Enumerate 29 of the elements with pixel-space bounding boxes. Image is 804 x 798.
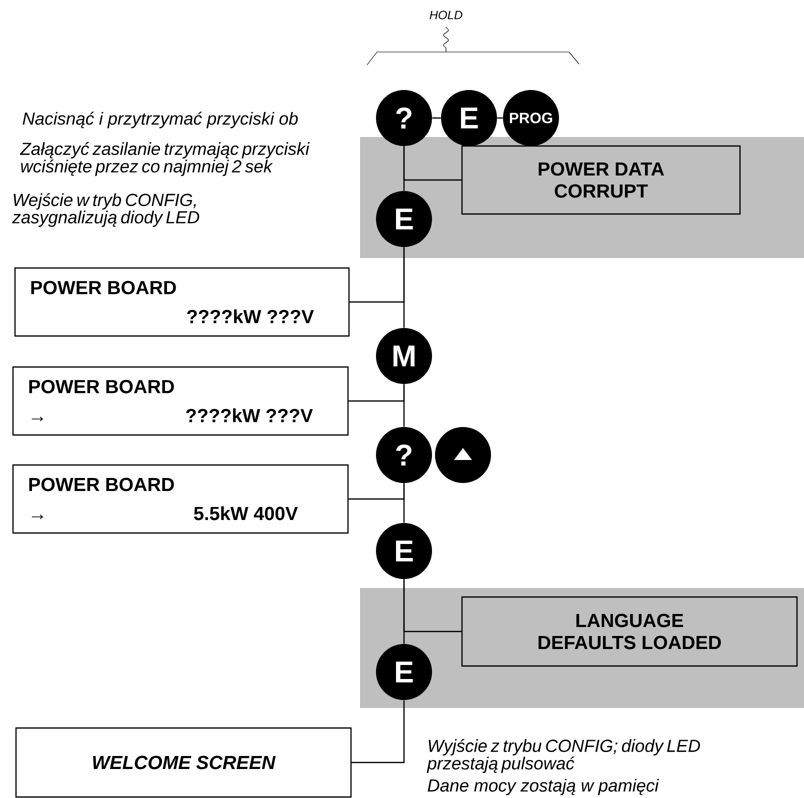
key-button: ?: [376, 427, 432, 483]
display-box: POWER BOARD ????kW ???V: [14, 267, 350, 337]
key-button: E: [376, 644, 432, 700]
up-arrow-button: [435, 427, 491, 483]
connector-line: [403, 483, 405, 523]
display-box: LANGUAGE DEFAULTS LOADED: [461, 596, 798, 667]
display-box: POWER DATA CORRUPT: [461, 145, 741, 215]
key-button: M: [376, 328, 432, 384]
connector-line: [432, 117, 441, 119]
key-button: E: [441, 90, 497, 146]
connector-line: [403, 384, 405, 427]
display-box: WELCOME SCREEN: [15, 727, 352, 798]
instruction-note: Nacisnąć i przytrzymać przyciski ob: [22, 112, 298, 128]
key-button: E: [376, 191, 432, 247]
key-button: PROG: [503, 90, 559, 146]
instruction-note: Załączyć zasilanie trzymając przyciski wciśnięte przez co najmniej 2 sek: [20, 142, 310, 176]
connector-line: [403, 579, 405, 644]
display-box: POWER BOARD → 5.5kW 400V: [12, 464, 349, 534]
connector-line: [403, 146, 405, 191]
instruction-note: HOLD: [430, 10, 462, 20]
key-button: ?: [376, 90, 432, 146]
connector-line: [352, 700, 405, 764]
instruction-note: Wyjście z trybu CONFIG; diody LED przestają pulsować: [426, 738, 700, 774]
instruction-note: Dane mocy zostają w pamięci: [428, 778, 660, 796]
connector-line: [403, 247, 405, 328]
key-button: E: [376, 523, 432, 579]
display-box: POWER BOARD → ????kW ???V: [12, 366, 349, 436]
instruction-note: Wejście w tryb CONFIG, zasygnalizują diody LED: [12, 193, 200, 227]
connector-line: [497, 117, 503, 119]
